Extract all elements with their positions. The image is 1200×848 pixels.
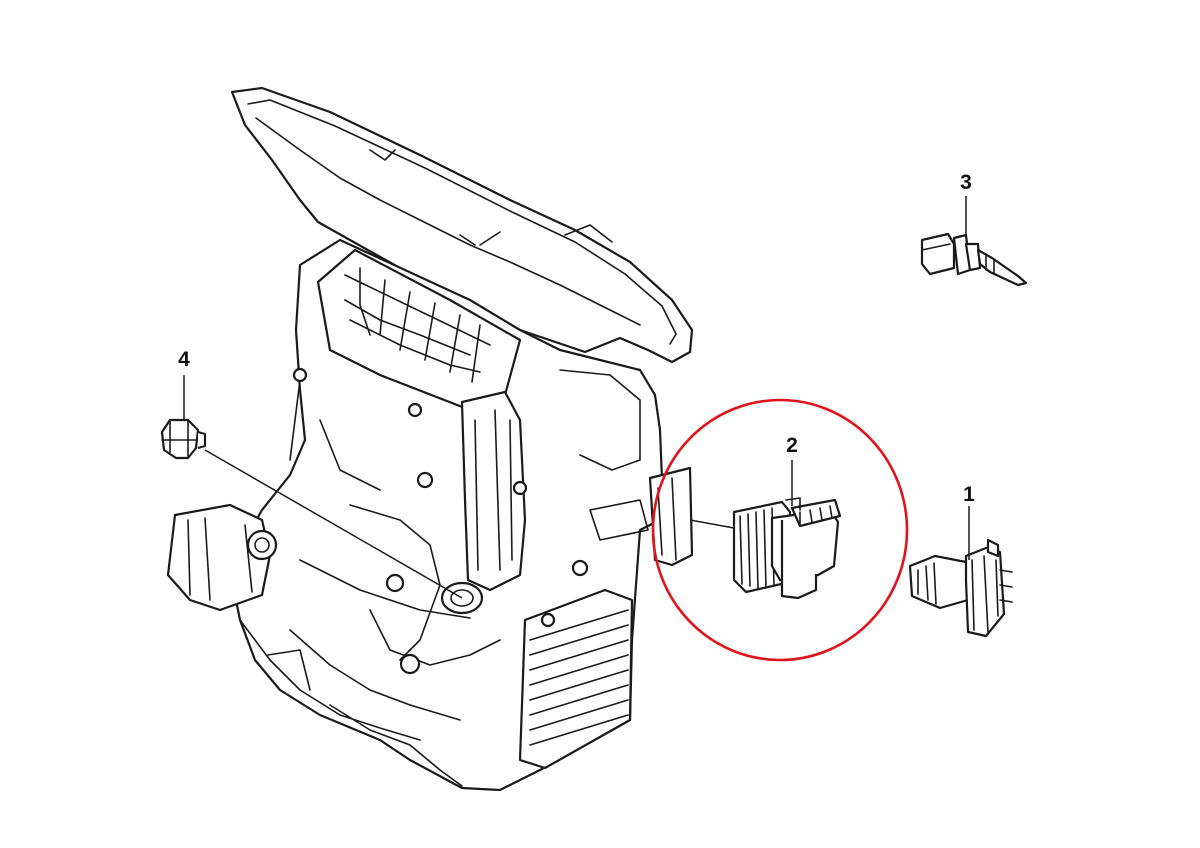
hvac-heater-housing-icon [166,86,694,792]
actuator-motor-icon [160,418,207,460]
callout-4: 4 [178,348,190,371]
leader-2-target [689,519,735,529]
leader-4-target [204,449,463,599]
temperature-sensor-icon [920,232,1028,287]
highlight-circle [651,398,909,662]
callout-2: 2 [786,434,798,457]
blower-regulator-module-icon [732,497,842,600]
blower-resistor-icon [908,538,1013,638]
callout-1: 1 [963,483,975,506]
callout-3: 3 [960,171,972,194]
